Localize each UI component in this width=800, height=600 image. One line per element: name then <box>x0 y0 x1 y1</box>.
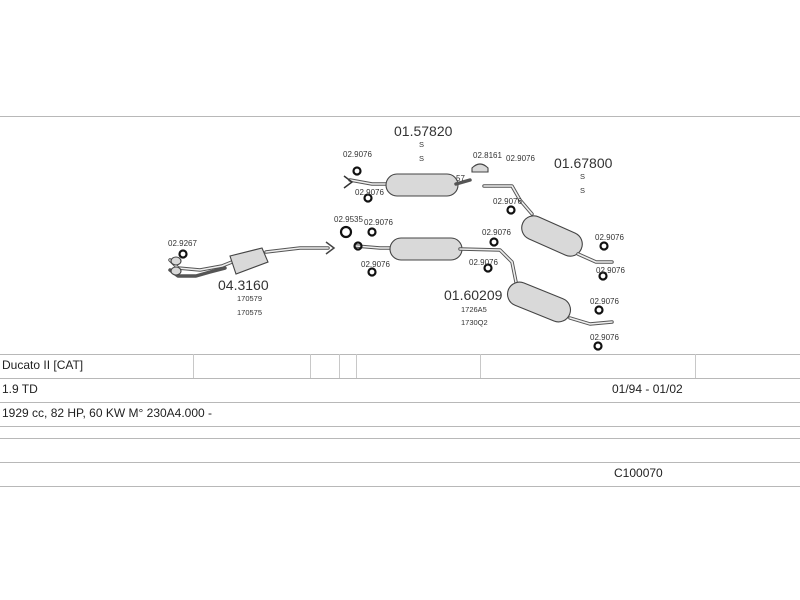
middle-silencer-lower <box>354 237 518 284</box>
flange-icon <box>471 163 489 173</box>
clamp-label: 02.9076 <box>364 218 393 227</box>
table-cell-divider <box>695 354 696 378</box>
table-cell-divider <box>339 354 340 378</box>
clamp-label: 02.9076 <box>493 197 522 206</box>
front-pipe-catalyst <box>168 241 336 278</box>
vehicle-model: Ducato II [CAT] <box>2 358 84 372</box>
clamp-label: 02.9076 <box>482 228 511 237</box>
clamp-label: 02.9267 <box>168 239 197 248</box>
clamp-ring-icon <box>594 305 604 315</box>
catalogue-code: C100070 <box>614 466 663 480</box>
part-number-0160209: 01.60209 <box>444 287 503 303</box>
clamp-ring-icon <box>593 341 603 351</box>
clamp-label: 02.9076 <box>343 150 372 159</box>
clamp-ring-icon <box>363 193 373 203</box>
table-cell-divider <box>310 354 311 378</box>
part-number-0157820: 01.57820 <box>394 123 453 139</box>
clamp-ring-icon <box>489 237 499 247</box>
clamp-label: 02.9076 <box>590 297 619 306</box>
production-years: 01/94 - 01/02 <box>612 382 683 396</box>
s-mark: S <box>580 172 585 181</box>
s-mark: S <box>419 154 424 163</box>
clamp-label: 02.9076 <box>361 260 390 269</box>
table-cell-divider <box>193 354 194 378</box>
clamp-ring-icon <box>506 205 516 215</box>
part-number-043160: 04.3160 <box>218 277 269 293</box>
clamp-label: 02.9076 <box>595 233 624 242</box>
clamp-label: 02.9076 <box>506 154 535 163</box>
mark-57: 57 <box>456 174 465 183</box>
s-mark: S <box>419 140 424 149</box>
ref-1726a5: 1726A5 <box>461 305 487 314</box>
clamp-ring-icon <box>598 271 608 281</box>
engine-variant: 1.9 TD <box>2 382 38 396</box>
clamp-ring-icon <box>178 249 188 259</box>
table-border <box>0 486 800 487</box>
table-border <box>0 402 800 403</box>
ref-170575: 170575 <box>237 308 262 317</box>
table-border <box>0 426 800 427</box>
clamp-label: 02.9535 <box>334 215 363 224</box>
ref-170579: 170579 <box>237 294 262 303</box>
clamp-label: 02.8161 <box>473 151 502 160</box>
clamp-ring-icon <box>367 267 377 277</box>
table-border <box>0 378 800 379</box>
exhaust-system-diagram: 04.3160 170579 170575 01.57820 S S 01.67… <box>168 123 625 351</box>
rear-silencer-upper <box>482 184 614 264</box>
clamp-ring-icon <box>483 263 493 273</box>
table-border <box>0 438 800 439</box>
table-border <box>0 354 800 355</box>
clamp-ring-icon <box>339 225 353 239</box>
diagram-top-border <box>0 116 800 117</box>
rear-silencer-lower <box>506 281 614 326</box>
table-border <box>0 462 800 463</box>
clamp-bracket-icon <box>343 175 354 189</box>
clamp-label: 02.9076 <box>596 266 625 275</box>
engine-specs: 1929 cc, 82 HP, 60 KW M° 230A4.000 - <box>2 406 213 420</box>
part-number-0167800: 01.67800 <box>554 155 613 171</box>
clamp-ring-icon <box>367 227 377 237</box>
s-mark: S <box>580 186 585 195</box>
clamp-ring-icon <box>353 241 363 251</box>
clamp-label: 02.9076 <box>469 258 498 267</box>
ref-1730q2: 1730Q2 <box>461 318 488 327</box>
clamp-label: 02.9076 <box>355 188 384 197</box>
clamp-label: 02.9076 <box>590 333 619 342</box>
middle-silencer-upper <box>348 173 472 197</box>
table-cell-divider <box>356 354 357 378</box>
clamp-ring-icon <box>599 241 609 251</box>
table-cell-divider <box>480 354 481 378</box>
clamp-ring-icon <box>352 166 362 176</box>
